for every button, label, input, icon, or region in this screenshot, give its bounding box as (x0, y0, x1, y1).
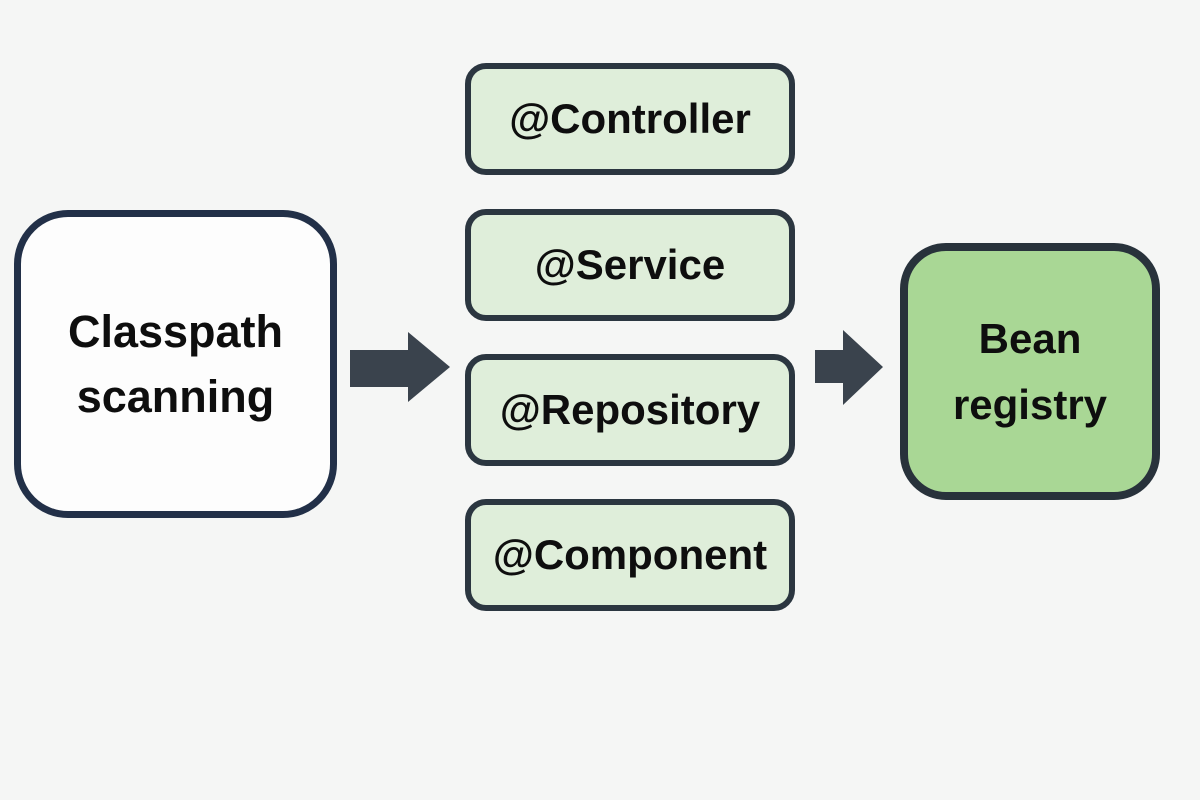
arrow-right-icon (815, 330, 883, 405)
arrow-right-shape (815, 330, 883, 405)
node-classpath-scanning-label: Classpath scanning (67, 305, 284, 422)
annotation-node-controller: @Controller (465, 63, 795, 175)
annotation-node-component: @Component (465, 499, 795, 611)
annotation-node-repository-label: @Repository (499, 386, 761, 433)
annotation-node-controller-label: @Controller (509, 95, 751, 142)
annotation-node-component-label: @Component (492, 531, 768, 578)
node-classpath-scanning: Classpath scanning (14, 210, 337, 518)
annotation-node-repository: @Repository (465, 354, 795, 466)
node-bean-registry: Bean registry (900, 243, 1160, 500)
annotation-node-service-label: @Service (534, 241, 726, 288)
node-bean-registry-label: Bean registry (952, 315, 1108, 428)
annotation-node-service: @Service (465, 209, 795, 321)
arrow-right-shape (350, 332, 450, 402)
arrow-right-icon (350, 332, 450, 402)
